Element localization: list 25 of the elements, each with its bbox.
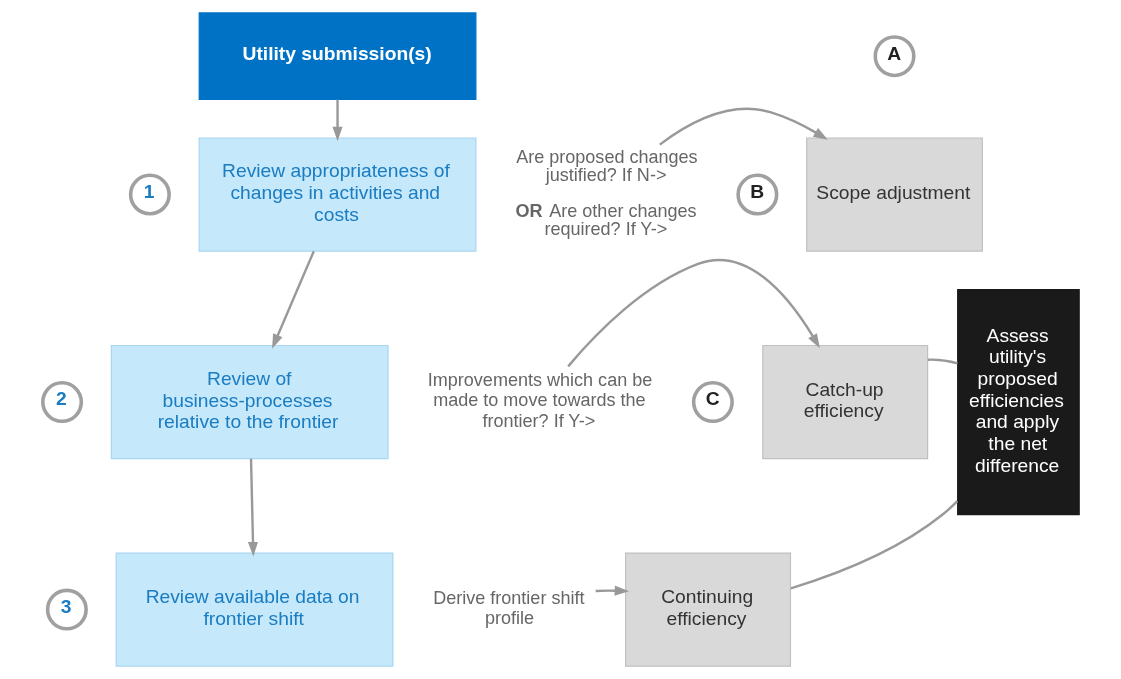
node-text: Improvements which can be made to move towards the frontier? If Y-> <box>427 369 652 431</box>
node-box: Continuing efficiency <box>624 552 791 667</box>
node-box: Utility submission(s) <box>198 12 476 101</box>
node-box: Review available data on frontier shift <box>115 552 393 667</box>
arrow <box>658 107 828 146</box>
node-circle: B <box>735 173 778 216</box>
node-circle: 3 <box>45 588 88 631</box>
connector <box>927 358 958 365</box>
arrow <box>247 458 258 557</box>
node-box: Catch-up efficiency <box>761 344 928 460</box>
node-circle: 1 <box>128 173 171 216</box>
connector <box>790 500 958 590</box>
node-box: Review appropriateness of changes in activities and costs <box>198 137 476 252</box>
arrow <box>271 250 315 349</box>
node-circle: C <box>691 381 734 424</box>
node-box: Scope adjustment <box>805 137 983 252</box>
node-text: Are proposed changes justified? If N-> OR Are other changes required? If Y-> <box>515 146 698 239</box>
node-circle: A <box>872 35 916 78</box>
node-box: Assess utility's proposed efficiencies and apply the net difference <box>956 288 1080 516</box>
arrow <box>566 258 820 368</box>
node-text: Derive frontier shift profile <box>432 587 584 629</box>
node-box: Review of business-processes relative to the frontier <box>110 344 389 460</box>
arrow <box>332 99 343 142</box>
node-circle: 2 <box>40 381 83 424</box>
arrow <box>595 585 629 596</box>
